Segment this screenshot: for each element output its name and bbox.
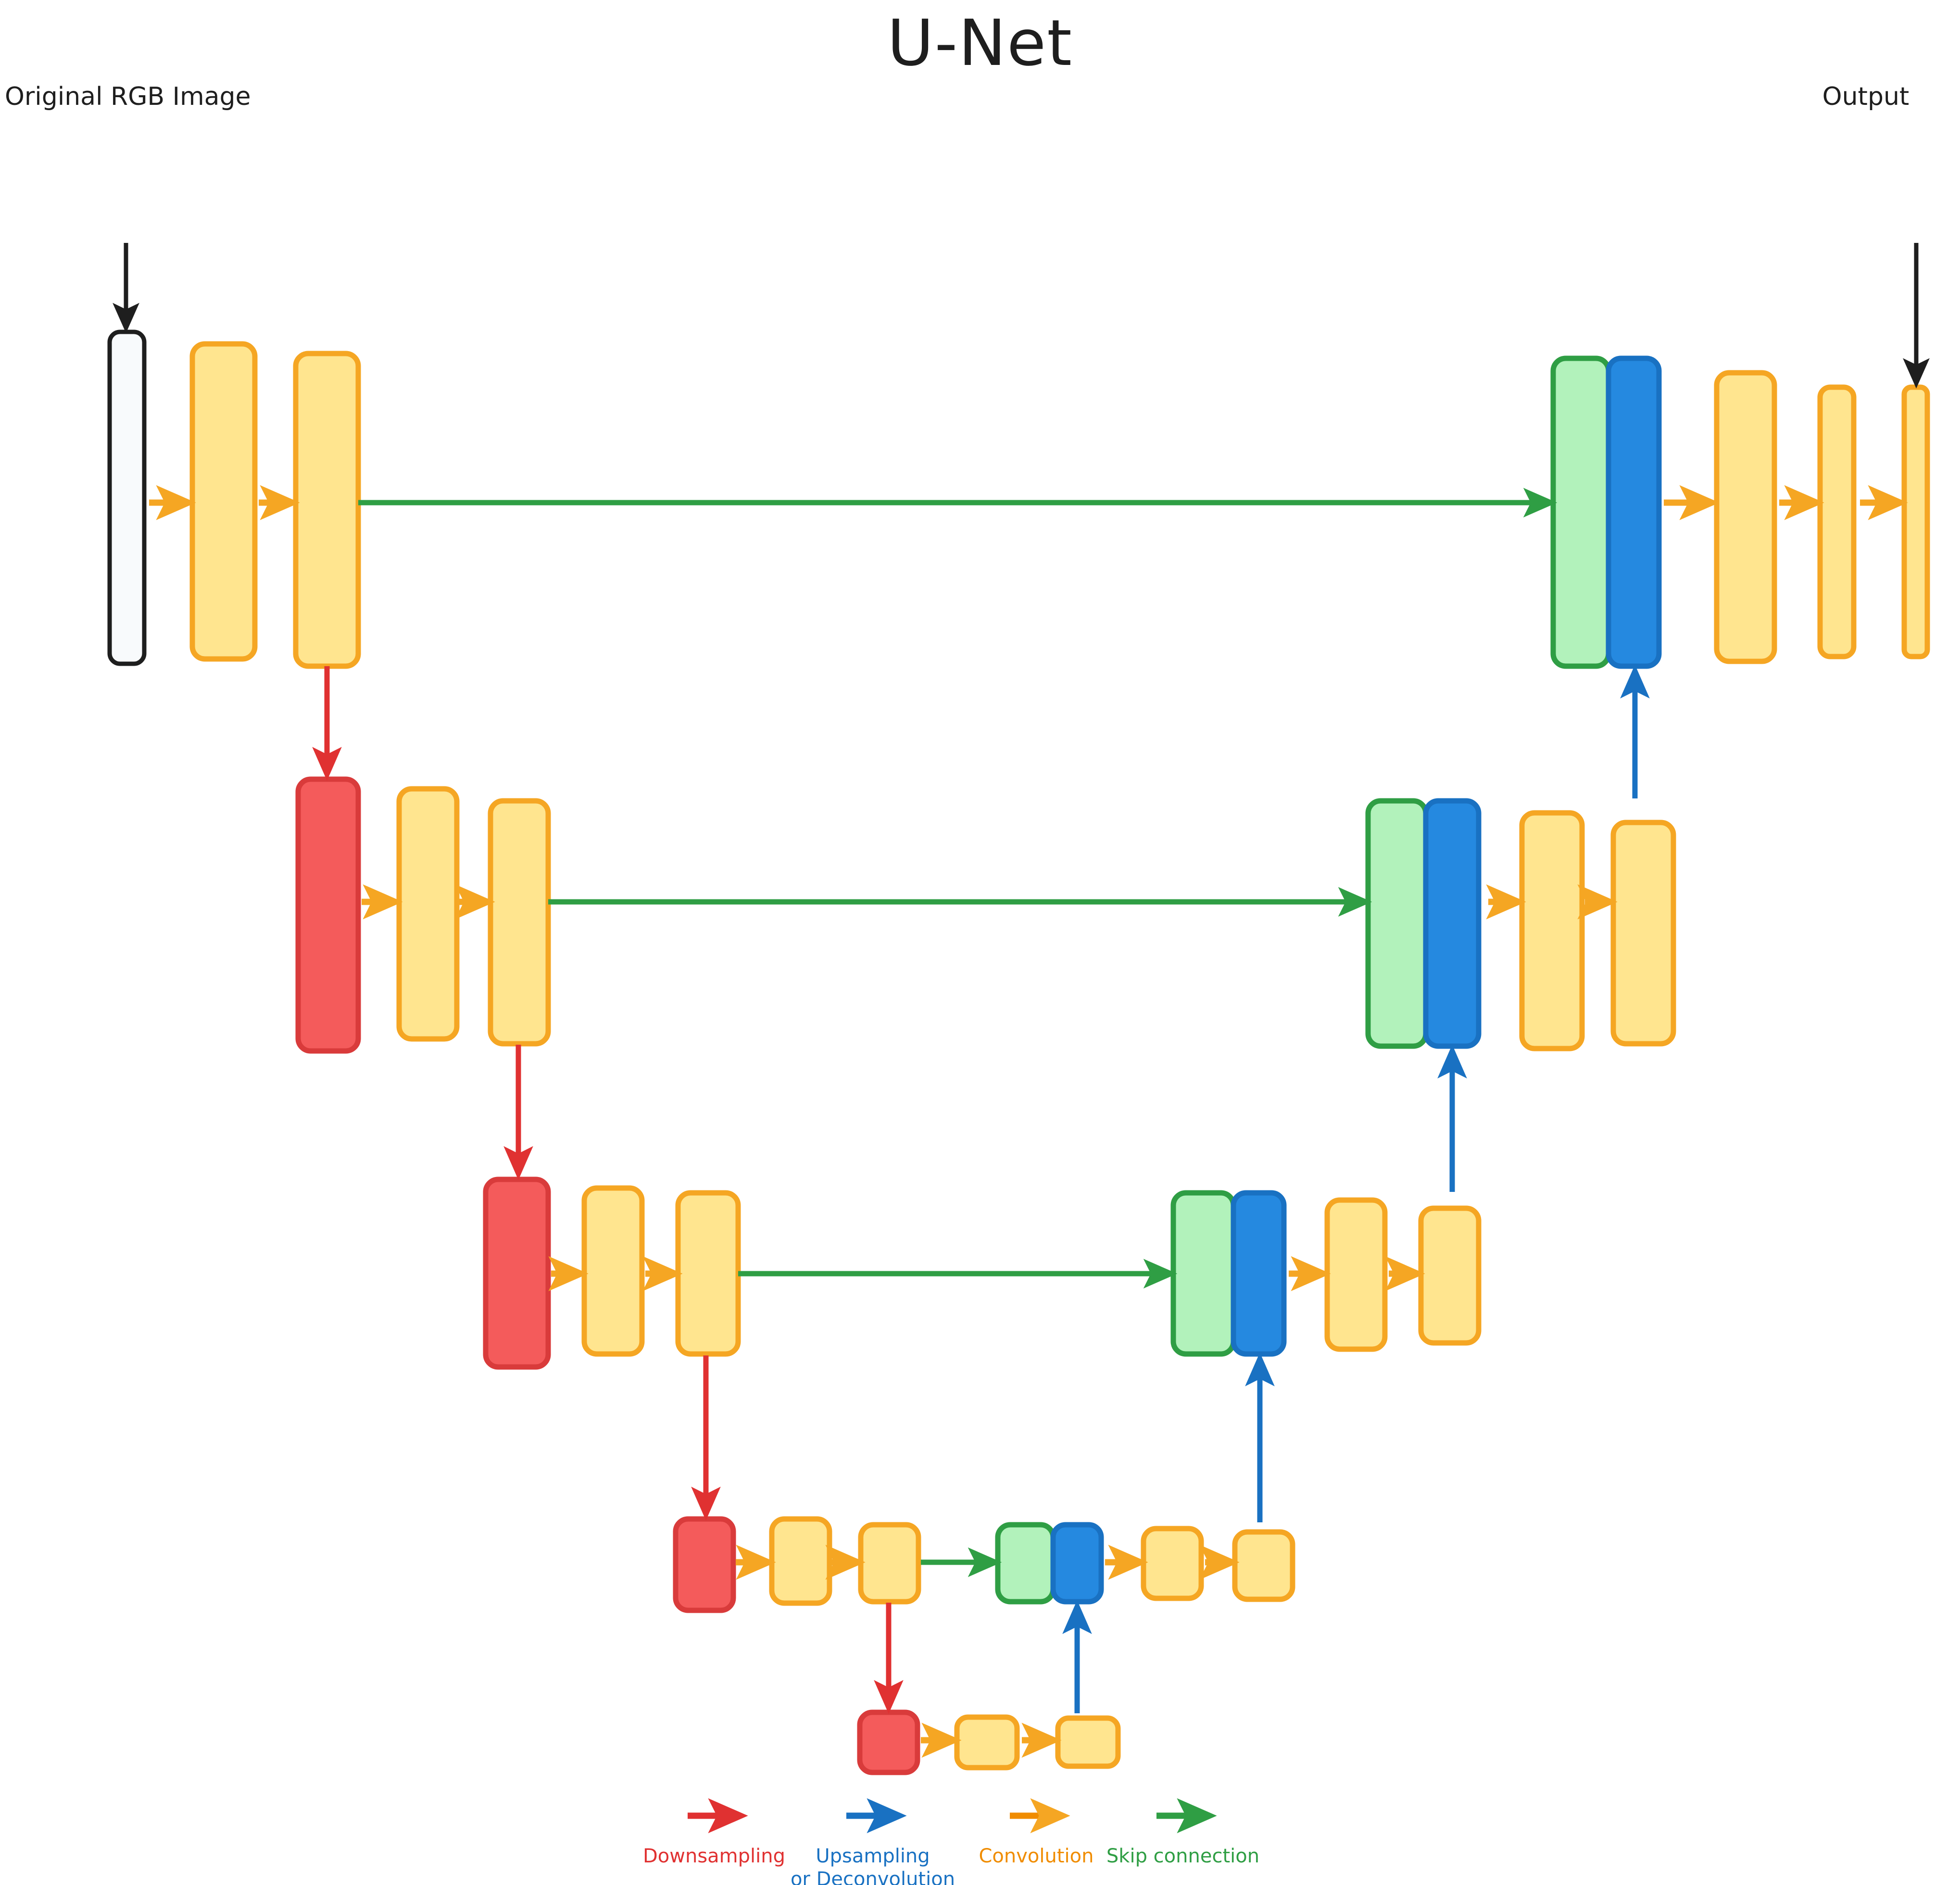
feature-map-block-l1-enc2 [293, 351, 361, 669]
feature-map-block-l4-enc2 [858, 1522, 921, 1605]
feature-map-block-l1-dec3 [1817, 384, 1857, 659]
feature-map-block-l2-enc2 [488, 798, 551, 1047]
legend-label2-1: or Deconvolution [791, 1868, 955, 1885]
feature-map-block-l4-enc1 [769, 1516, 832, 1606]
skip-concat-block-l4-dec0 [995, 1522, 1056, 1605]
downsample-block-l4-enc0 [673, 1516, 736, 1613]
input-image-block-l1-enc0 [107, 329, 147, 666]
output-label: Output [1822, 82, 1910, 111]
feature-map-block-l2-dec3 [1610, 820, 1676, 1047]
diagram-geometry [107, 243, 1930, 1775]
feature-map-block-l1-enc1 [189, 341, 258, 662]
legend-label-0: Downsampling [643, 1845, 785, 1867]
feature-map-block-l5-enc1 [954, 1714, 1020, 1771]
feature-map-block-l4-dec2 [1141, 1526, 1204, 1601]
legend-label-3: Skip connection [1106, 1845, 1259, 1867]
feature-map-block-l1-dec4 [1901, 384, 1930, 659]
feature-map-block-l3-enc1 [581, 1185, 645, 1357]
upsample-block-l3-dec1 [1231, 1190, 1287, 1357]
upsample-block-l4-dec1 [1050, 1522, 1104, 1605]
skip-concat-block-l1-dec0 [1550, 355, 1611, 669]
legend-label-1: Upsampling [816, 1845, 930, 1867]
input-label: Original RGB Image [5, 82, 251, 111]
feature-map-block-l3-enc2 [675, 1190, 741, 1357]
feature-map-block-l1-dec2 [1714, 370, 1777, 664]
upsample-block-l2-dec1 [1423, 798, 1482, 1049]
skip-concat-block-l2-dec0 [1365, 798, 1429, 1049]
feature-map-block-l3-dec3 [1418, 1205, 1482, 1346]
upsample-block-l1-dec1 [1606, 355, 1662, 669]
legend-label-2: Convolution [979, 1845, 1094, 1867]
downsample-block-l3-enc0 [483, 1177, 551, 1370]
page-title: U-Net [887, 6, 1073, 80]
skip-concat-block-l3-dec0 [1170, 1190, 1236, 1357]
feature-map-block-l2-dec2 [1519, 810, 1585, 1051]
feature-map-block-l5-enc2 [1055, 1715, 1121, 1769]
downsample-block-l5-enc0 [857, 1709, 920, 1775]
feature-map-block-l4-dec3 [1232, 1529, 1295, 1602]
downsample-block-l2-enc0 [295, 776, 361, 1054]
feature-map-block-l2-enc1 [396, 786, 460, 1042]
feature-map-block-l3-dec2 [1324, 1197, 1388, 1352]
